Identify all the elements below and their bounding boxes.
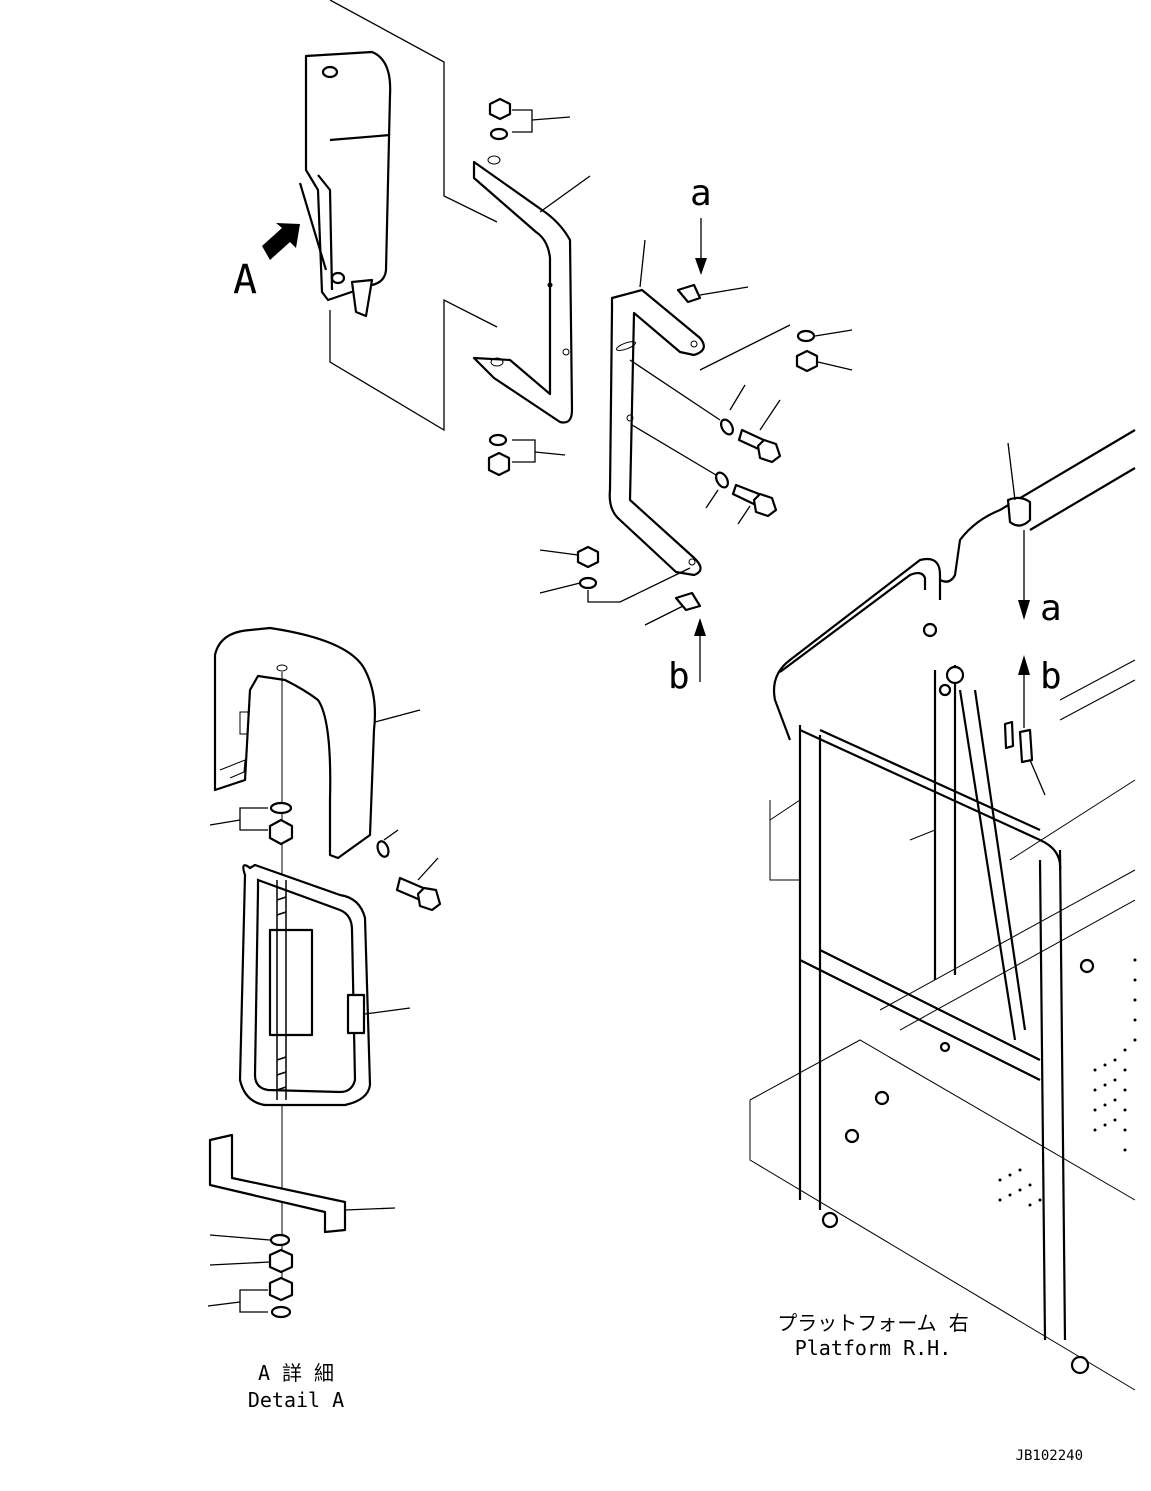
view-arrow-label: A xyxy=(233,257,257,303)
ref-letter-a-top: a xyxy=(690,173,712,214)
first-bracket xyxy=(472,155,591,424)
second-bracket xyxy=(608,239,705,577)
ref-letter-b-bottom: b xyxy=(668,656,690,697)
reference-a-top: a xyxy=(676,173,749,304)
platform-label-en: Platform R.H. xyxy=(795,1336,952,1360)
nut-washer-group-bottom xyxy=(487,433,566,477)
nut-washer-group-top xyxy=(488,97,571,141)
nut-washer-group-lower-left xyxy=(539,545,691,603)
view-arrow-a: A xyxy=(233,223,300,303)
detail-title-jp: A 詳 細 xyxy=(258,1361,334,1385)
mirror-assembly-view xyxy=(298,0,498,432)
reference-a-right: a xyxy=(1018,530,1062,629)
ref-letter-a-right: a xyxy=(1040,588,1062,629)
bolt-washer-upper xyxy=(629,359,782,464)
drawing-number: JB102240 xyxy=(1016,1448,1083,1464)
ref-letter-b-right: b xyxy=(1040,656,1062,697)
detail-title-en: Detail A xyxy=(248,1388,344,1412)
reference-b-bottom: b xyxy=(644,591,706,697)
platform-label-jp: プラットフォーム 右 xyxy=(777,1311,968,1335)
platform-rh xyxy=(749,429,1137,1391)
nut-washer-group-right xyxy=(699,324,853,373)
detail-a-assembly xyxy=(207,626,442,1319)
bolt-washer-lower xyxy=(631,424,778,525)
reference-b-right: b xyxy=(1018,655,1062,728)
